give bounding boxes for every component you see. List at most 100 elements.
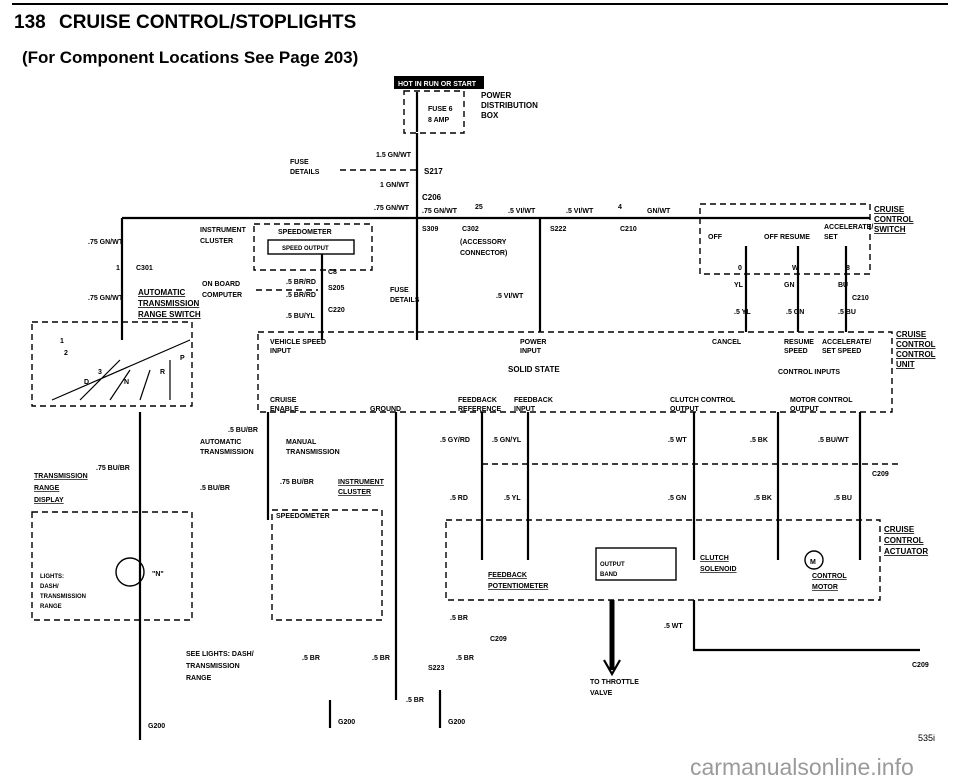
- cm-1: CONTROL: [812, 573, 847, 580]
- range-contacts: [51, 339, 191, 401]
- wire-bubr-075b: .75 BU/BR: [280, 479, 314, 486]
- mc-2: OUTPUT: [790, 406, 820, 413]
- speed-output-label: SPEED OUTPUT: [282, 246, 329, 252]
- speedometer2-label: SPEEDOMETER: [276, 513, 330, 520]
- range-switch-box: [31, 321, 193, 407]
- conn-s217: S217: [424, 167, 443, 176]
- wire-bubr-05b: .5 BU/BR: [200, 485, 230, 492]
- control-inputs: CONTROL INPUTS: [778, 369, 840, 376]
- wire-gnwt: GN/WT: [647, 208, 671, 215]
- lights-2: DASH/: [40, 584, 59, 590]
- sw-gn: GN: [784, 282, 795, 289]
- power-dist-3: BOX: [481, 111, 499, 120]
- ccs-title-1: CRUISE: [874, 205, 905, 214]
- fuse-details-2: DETAILS: [290, 169, 320, 176]
- wire-gnyl: .5 GN/YL: [492, 437, 522, 444]
- ass-2: SET SPEED: [822, 348, 861, 355]
- wire-brrd: .5 BR/RD: [286, 279, 316, 286]
- fuse-details-3: FUSE: [390, 287, 409, 294]
- fi-1: FEEDBACK: [514, 397, 553, 404]
- accessory-1: (ACCESSORY: [460, 239, 507, 246]
- n-label: "N": [152, 571, 164, 578]
- act-title-1: CRUISE: [884, 525, 915, 534]
- sw-gn05: .5 GN: [786, 309, 804, 316]
- obc-2: COMPUTER: [202, 292, 242, 299]
- bulb-icon: [115, 557, 145, 587]
- wire-gnwt-075-left2: .75 GN/WT: [88, 295, 124, 302]
- output-band-box: [595, 547, 677, 581]
- speed-output-box: [267, 239, 355, 255]
- trd-3: DISPLAY: [34, 497, 64, 504]
- conn-c210-b: C210: [852, 295, 869, 302]
- pi-2: INPUT: [520, 348, 542, 355]
- cruise-switch-box: [699, 203, 871, 275]
- wire-br2: .5 BR: [372, 655, 390, 662]
- wire-br4: .5 BR: [456, 655, 474, 662]
- act-title-2: CONTROL: [884, 536, 924, 545]
- ass-1: ACCELERATE/: [822, 339, 871, 346]
- trd-1: TRANSMISSION: [34, 473, 88, 480]
- conn-c301: C301: [136, 265, 153, 272]
- see-lights-2: TRANSMISSION: [186, 663, 240, 670]
- page-title: CRUISE CONTROL/STOPLIGHTS: [58, 12, 357, 33]
- ccs-pin-0: 0: [738, 265, 742, 272]
- tt-1: TO THROTTLE: [590, 679, 639, 686]
- am-man-1: MANUAL: [286, 439, 317, 446]
- ccu-title-3: CONTROL: [896, 350, 936, 359]
- ce-1: CRUISE: [270, 397, 297, 404]
- wire-br5: .5 BR: [406, 697, 424, 704]
- wire-rd: .5 RD: [450, 495, 468, 502]
- fi-2: INPUT: [514, 406, 536, 413]
- am-man-2: TRANSMISSION: [286, 449, 340, 456]
- sw-yl: YL: [734, 282, 744, 289]
- ccu-title-4: UNIT: [896, 360, 915, 369]
- watermark: carmanualsonline.info: [690, 754, 914, 780]
- header-rule: [12, 3, 948, 5]
- tt-2: VALVE: [590, 690, 613, 697]
- control-unit-box: [257, 331, 893, 413]
- power-dist-2: DISTRIBUTION: [481, 101, 538, 110]
- wire-gnwt-075b: .75 GN/WT: [422, 208, 458, 215]
- ccu-title-2: CONTROL: [896, 340, 936, 349]
- fuse-amp: 8 AMP: [428, 117, 449, 124]
- pin-4: 4: [618, 204, 622, 211]
- am-auto-2: TRANSMISSION: [200, 449, 254, 456]
- conn-s223: S223: [428, 665, 444, 672]
- throttle-arrow: [603, 659, 621, 677]
- see-lights-1: SEE LIGHTS: DASH/: [186, 651, 254, 658]
- conn-c302: C302: [462, 226, 479, 233]
- page-number: 138: [14, 12, 46, 33]
- output-wires: [692, 412, 862, 560]
- conn-c220: C220: [328, 307, 345, 314]
- conn-c209: C209: [872, 471, 889, 478]
- solid-state: SOLID STATE: [508, 365, 560, 374]
- conn-c8: C8: [328, 269, 337, 276]
- pin-2: 2: [64, 350, 68, 357]
- fuse-label: FUSE 6: [428, 106, 453, 113]
- fuse-box-outline: [403, 90, 465, 134]
- ground-3: G200: [448, 719, 465, 726]
- rs-1: RESUME: [784, 339, 814, 346]
- wire-br3: .5 BR: [450, 615, 468, 622]
- conn-c206: C206: [422, 193, 442, 202]
- ccs-pin-w: W: [792, 265, 799, 272]
- wire-wt: .5 WT: [668, 437, 687, 444]
- page-subtitle: (For Component Locations See Page 203): [22, 48, 359, 67]
- rs-2: SPEED: [784, 348, 808, 355]
- cs-2: SOLENOID: [700, 566, 737, 573]
- sw-yl05: .5 YL: [734, 309, 751, 316]
- ce-2: ENABLE: [270, 406, 299, 413]
- ccs-accel: ACCELERATE/: [824, 224, 873, 231]
- pin-25: 25: [475, 204, 483, 211]
- wire-gnwt-1: 1 GN/WT: [380, 182, 410, 189]
- ic2-2: CLUSTER: [338, 489, 371, 496]
- lights-3: TRANSMISSION: [40, 594, 86, 600]
- wire-gnwt-075: .75 GN/WT: [374, 205, 410, 212]
- ccs-off-resume: OFF RESUME: [764, 234, 810, 241]
- ccs-pin-8: 8: [846, 265, 850, 272]
- ob-1: OUTPUT: [600, 562, 625, 568]
- pin-3: 3: [98, 369, 102, 376]
- fuse-details-4: DETAILS: [390, 297, 420, 304]
- cc-2: OUTPUT: [670, 406, 700, 413]
